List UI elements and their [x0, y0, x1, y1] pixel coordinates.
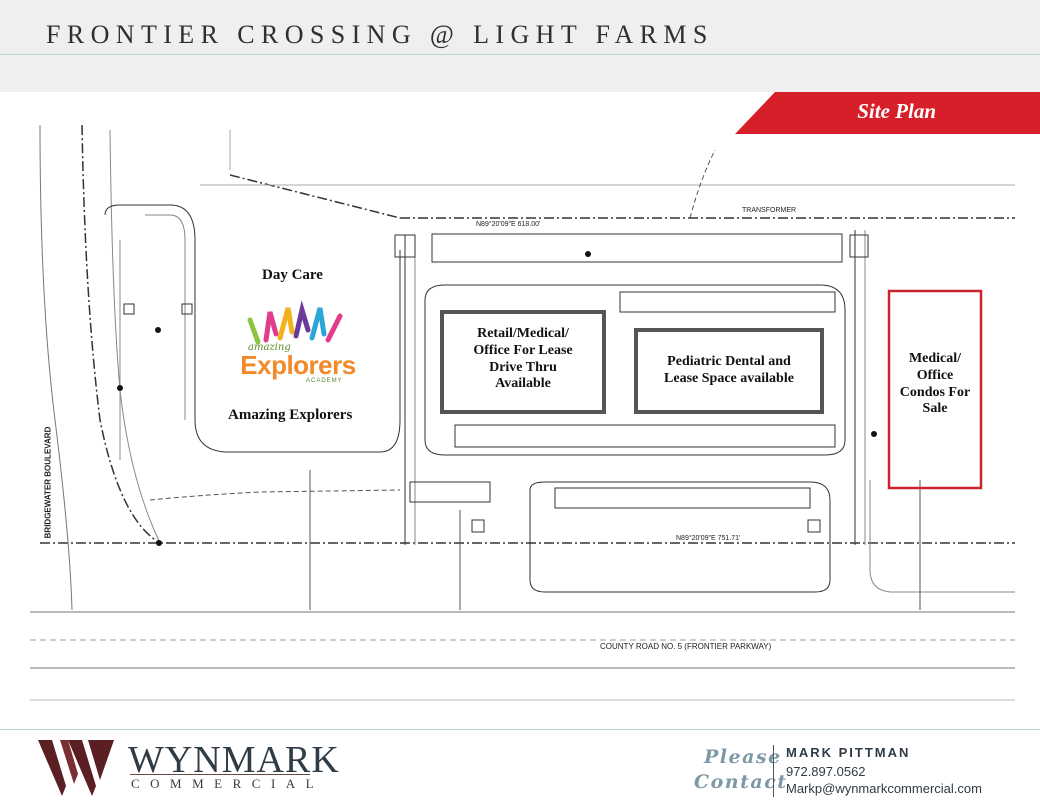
contact-email-link[interactable]: Markp@wynmarkcommercial.com — [786, 781, 982, 796]
county-road-label: COUNTY ROAD NO. 5 (FRONTIER PARKWAY) — [600, 642, 772, 651]
brand-subtitle: COMMERCIAL — [131, 776, 325, 791]
contact-name: MARK PITTMAN — [786, 745, 911, 760]
retail-building-label: Retail/Medical/ Office For Lease Drive T… — [473, 326, 573, 392]
header-bar: FRONTIER CROSSING @ LIGHT FARMS — [0, 0, 1040, 92]
footer-divider — [0, 729, 1040, 730]
logo-main-text: Explorers — [240, 350, 356, 380]
contact-text: Contact — [694, 771, 788, 793]
header-divider — [0, 54, 1040, 55]
transformer-label: TRANSFORMER — [742, 207, 797, 214]
amazing-explorers-logo-icon — [247, 300, 343, 345]
contact-divider — [773, 745, 774, 797]
pediatric-building-label: Pediatric Dental and Lease Space availab… — [664, 354, 794, 386]
site-plan-label: Site Plan — [857, 99, 936, 123]
please-text: Please — [704, 746, 782, 768]
brand-rule — [130, 774, 310, 775]
condos-label: Medical/ Office Condos For Sale — [899, 351, 971, 417]
school-name-label: Amazing Explorers — [228, 407, 353, 423]
logo-tag-text: ACADEMY — [306, 378, 343, 384]
wynmark-logo-icon — [38, 740, 114, 796]
south-bearing-label: N89°20'09"E 751.71' — [676, 535, 741, 542]
site-plan-banner — [735, 92, 1040, 134]
site-plan-drawing — [30, 124, 1015, 701]
boulevard-label: BRIDGEWATER BOULEVARD — [43, 426, 53, 539]
logo-small-text: amazing — [248, 342, 291, 353]
north-bearing-label: N89°20'09"E 618.00' — [476, 221, 541, 228]
day-care-label: Day Care — [262, 267, 323, 283]
contact-phone-link[interactable]: 972.897.0562 — [786, 764, 866, 779]
page-title: FRONTIER CROSSING @ LIGHT FARMS — [46, 20, 714, 49]
